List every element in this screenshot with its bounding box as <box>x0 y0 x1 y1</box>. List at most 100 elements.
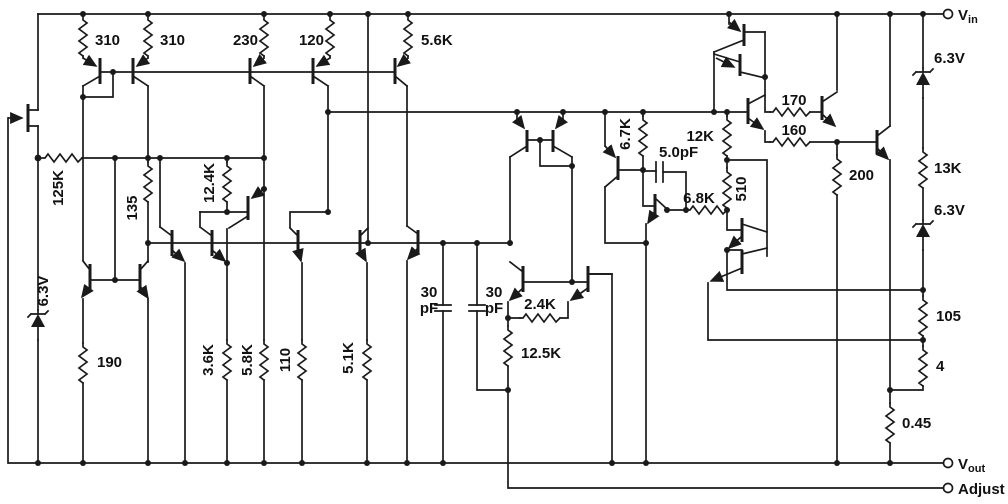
vout-label-base: V <box>958 456 968 473</box>
resistor-230 <box>259 15 269 57</box>
label-resistor-12k: 12K <box>686 128 714 145</box>
transistor <box>81 259 94 299</box>
label-capacitor-30pf-2-unit: pF <box>485 300 503 317</box>
junction-dots <box>34 11 926 466</box>
resistor-2.4k <box>519 313 561 323</box>
terminal-labels: Vin Vout Adjust <box>958 7 1005 498</box>
right-section-wires <box>713 13 924 464</box>
label-resistor-3.6k: 3.6K <box>200 344 217 376</box>
transistor <box>405 224 421 261</box>
resistor-110 <box>297 339 307 381</box>
label-resistor-310-2: 310 <box>160 32 185 49</box>
transistor <box>158 225 186 263</box>
label-resistor-5.6k: 5.6K <box>421 32 453 49</box>
transistor <box>198 211 227 263</box>
label-zener-left: 6.3V <box>35 276 52 307</box>
transistor <box>712 52 767 80</box>
label-zener-right-top: 6.3V <box>934 50 965 67</box>
resistor-170 <box>769 107 811 117</box>
label-resistor-135: 135 <box>124 195 141 220</box>
resistor-12.4k <box>222 161 232 203</box>
label-resistor-170: 170 <box>781 92 806 109</box>
label-resistor-5.1k: 5.1K <box>340 342 357 374</box>
jfet-transistor <box>8 104 39 132</box>
label-resistor-4: 4 <box>936 358 945 375</box>
label-resistor-160: 160 <box>781 122 806 139</box>
resistor-105 <box>918 295 928 337</box>
transistor <box>709 246 769 282</box>
label-resistor-12.5k: 12.5K <box>521 345 561 362</box>
label-resistor-110: 110 <box>277 348 294 372</box>
resistor-3.6k <box>222 339 232 381</box>
vin-label-sub: in <box>968 14 978 26</box>
transistor <box>355 226 370 263</box>
transistor <box>508 260 525 302</box>
resistor-5.8k <box>259 339 269 381</box>
label-resistor-190: 190 <box>97 354 122 371</box>
transistor <box>136 259 150 300</box>
capacitor-30pf-2 <box>468 304 486 312</box>
power-rails <box>7 13 944 489</box>
resistor-135 <box>143 161 153 203</box>
vout-terminal <box>942 457 954 469</box>
resistor-5.1k <box>362 339 372 381</box>
transistor <box>227 186 266 230</box>
label-zener-right-mid: 6.3V <box>934 202 965 219</box>
transistor <box>712 18 766 54</box>
capacitor-30pf-1 <box>434 304 452 312</box>
transistor <box>393 53 412 88</box>
zener-diode-right-top-6.3v <box>911 67 935 99</box>
center-section-wires <box>147 111 924 464</box>
adjust-terminal <box>942 482 954 494</box>
resistor-4 <box>918 345 928 387</box>
transistor <box>746 93 767 131</box>
label-resistor-105: 105 <box>936 308 961 325</box>
transistor <box>81 54 102 88</box>
vin-label: Vin <box>958 7 978 26</box>
transistor <box>288 226 304 263</box>
transistor <box>248 53 268 88</box>
label-capacitor-5pf: 5.0pF <box>659 144 698 161</box>
resistor-6.7k <box>638 115 648 157</box>
label-resistor-125k: 125K <box>50 170 67 206</box>
transistor <box>875 124 892 161</box>
resistor-200 <box>832 154 842 196</box>
transistor <box>569 266 613 301</box>
resistor-120 <box>325 15 335 57</box>
zener-diode-left-6.3v <box>26 309 50 341</box>
label-capacitor-30pf-1: 30 <box>421 284 438 301</box>
resistor-310-1 <box>78 15 88 57</box>
label-resistor-120: 120 <box>299 32 324 49</box>
zener-diode-right-mid-6.3v <box>911 219 935 251</box>
resistor-12k <box>722 115 732 157</box>
resistor-0.45 <box>885 402 895 444</box>
resistors <box>41 15 928 444</box>
resistor-5.6k <box>403 15 413 57</box>
capacitor-5pf <box>655 161 664 183</box>
vin-terminal <box>942 8 954 20</box>
transistor <box>311 54 331 88</box>
vin-label-base: V <box>958 7 968 24</box>
left-section-wires <box>37 13 409 464</box>
resistor-12.5k <box>503 325 513 367</box>
label-resistor-2.4k: 2.4K <box>524 296 556 313</box>
label-resistor-12.4k: 12.4K <box>201 163 218 203</box>
adjust-label: Adjust <box>958 481 1005 498</box>
label-resistor-510: 510 <box>733 176 750 201</box>
resistor-160 <box>769 137 811 147</box>
resistor-125k <box>41 153 83 163</box>
label-capacitor-30pf-2: 30 <box>486 284 503 301</box>
transistor <box>820 90 839 128</box>
label-resistor-6.8k: 6.8K <box>683 190 715 207</box>
label-resistor-6.7k: 6.7K <box>617 118 634 150</box>
transistor <box>727 218 769 250</box>
resistor-310-2 <box>143 15 153 57</box>
resistor-190 <box>78 342 88 384</box>
component-labels: 310 310 230 120 5.6K 125K 135 12.4K 6.3V… <box>35 32 965 432</box>
label-resistor-230: 230 <box>233 32 258 49</box>
vout-label: Vout <box>958 456 985 475</box>
resistor-510 <box>722 167 732 209</box>
label-resistor-13k: 13K <box>934 160 962 177</box>
resistor-13k <box>918 147 928 189</box>
